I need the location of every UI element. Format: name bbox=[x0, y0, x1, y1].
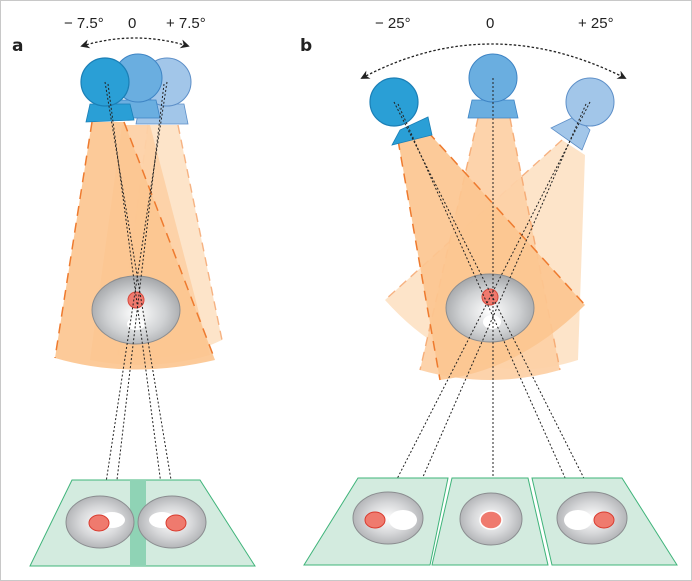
angle-label-plus: + 7.5° bbox=[166, 15, 206, 32]
angle-label-minus: − 25° bbox=[375, 15, 411, 32]
angle-label-plus: + 25° bbox=[578, 15, 614, 32]
detector-panel-zero bbox=[431, 477, 549, 566]
panel-b-label: b bbox=[300, 36, 312, 56]
panel-b: b − 25° 0 + 25° bbox=[300, 15, 678, 566]
panel-a: a − 7.5° 0 + 7.5° bbox=[12, 15, 256, 567]
angle-label-zero: 0 bbox=[486, 15, 494, 32]
beam-minus bbox=[398, 132, 585, 380]
projection-rays bbox=[99, 81, 179, 523]
breast-organ bbox=[445, 273, 535, 343]
panel-a-label: a bbox=[12, 36, 23, 56]
rotation-arrow bbox=[80, 37, 190, 49]
angle-label-minus: − 7.5° bbox=[64, 15, 104, 32]
angle-label-zero: 0 bbox=[128, 15, 136, 32]
breast-organ bbox=[91, 275, 181, 345]
xray-tube-minus bbox=[80, 57, 135, 123]
lesion bbox=[481, 288, 499, 306]
xray-tube-plus bbox=[550, 77, 615, 151]
detector-panel bbox=[29, 479, 256, 567]
overlap-structure bbox=[483, 315, 501, 329]
projection-rays bbox=[375, 78, 606, 521]
rotation-arrow bbox=[360, 43, 627, 79]
detector-panel-plus bbox=[531, 477, 678, 566]
detector-panel-minus bbox=[303, 477, 449, 566]
